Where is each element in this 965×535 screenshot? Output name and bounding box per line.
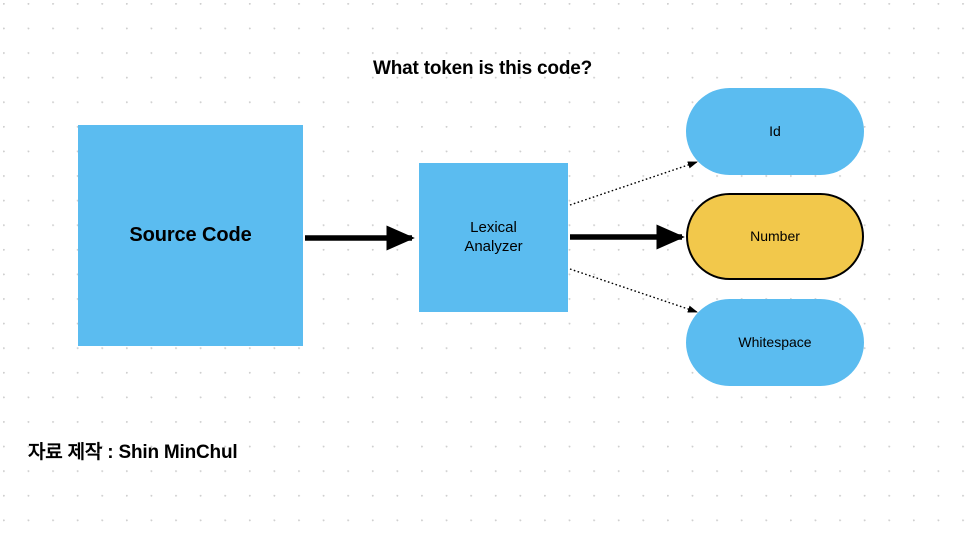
edge-lexical-analyzer-to-whitespace [569, 268, 698, 313]
node-token-id-label: Id [769, 122, 781, 139]
credit-text: 자료 제작 : Shin MinChul [28, 442, 238, 463]
node-token-whitespace[interactable]: Whitespace [686, 299, 864, 386]
node-token-whitespace-label: Whitespace [738, 333, 812, 350]
node-source-code[interactable]: Source Code [78, 125, 303, 346]
node-token-id[interactable]: Id [686, 88, 864, 175]
node-lexical-analyzer-label-line1: Lexical [470, 218, 517, 236]
node-lexical-analyzer-label: Lexical Analyzer [464, 219, 522, 257]
node-source-code-label: Source Code [129, 224, 252, 246]
edge-lexical-analyzer-to-id [569, 161, 698, 206]
node-token-number-label: Number [750, 227, 800, 244]
node-lexical-analyzer[interactable]: Lexical Analyzer [419, 163, 568, 312]
diagram-title: What token is this code? [373, 58, 592, 79]
node-token-number[interactable]: Number [686, 193, 864, 280]
node-lexical-analyzer-label-line2: Analyzer [464, 237, 523, 255]
